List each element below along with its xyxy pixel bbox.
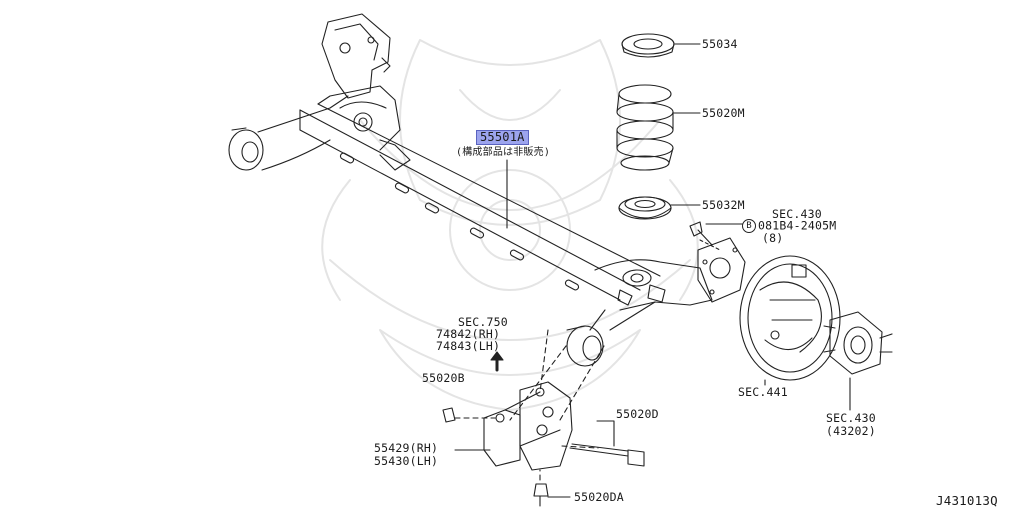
wheel-hub (823, 311, 893, 375)
label-55501a-note: (構成部品は非販売) (456, 147, 551, 158)
label-sec430-top[interactable]: SEC.430 (772, 207, 822, 221)
watermark-emblem (321, 39, 699, 411)
label-74842[interactable]: 74842(RH) (436, 327, 501, 341)
label-sec441[interactable]: SEC.441 (738, 385, 788, 399)
label-55501a[interactable]: 55501A (476, 130, 529, 145)
label-55020b[interactable]: 55020B (422, 371, 465, 385)
flange-bolt (689, 221, 721, 251)
label-bolt-code: 081B4-2405M (758, 218, 837, 233)
label-55032m[interactable]: 55032M (702, 198, 745, 212)
axle-beam (299, 85, 661, 301)
brake-backing-plate (739, 255, 841, 381)
label-sec430-bottom[interactable]: SEC.430 (826, 411, 876, 425)
label-43202[interactable]: (43202) (826, 424, 876, 438)
right-bushing (566, 325, 604, 367)
label-55430[interactable]: 55430(LH) (374, 454, 439, 468)
bolt-55020da (533, 483, 549, 507)
coil-spring (616, 84, 674, 171)
beam-slots (339, 152, 580, 291)
label-55020d[interactable]: 55020D (616, 407, 659, 421)
clip-55020b (442, 407, 456, 423)
label-55034[interactable]: 55034 (702, 37, 738, 51)
spring-insulator-upper (621, 33, 675, 58)
right-trailing-arm (589, 259, 713, 331)
label-74843[interactable]: 74843(LH) (436, 339, 501, 353)
dashed-leaders (454, 329, 605, 481)
label-sec750[interactable]: SEC.750 (458, 315, 508, 329)
left-bushing-arm (228, 95, 349, 171)
lower-bracket (483, 381, 573, 471)
label-55020m[interactable]: 55020M (702, 106, 745, 120)
leader-lines (454, 43, 851, 498)
left-mount-bracket (321, 13, 391, 99)
label-bolt-qty: (8) (762, 231, 784, 245)
spring-insulator-lower (618, 196, 672, 220)
bolt-55020d (569, 443, 645, 467)
bolt-badge-b: B (742, 219, 756, 233)
label-55429[interactable]: 55429(RH) (374, 441, 439, 455)
sec750-arrow (490, 351, 504, 372)
label-55020da[interactable]: 55020DA (574, 490, 624, 504)
diagram-id: J431013Q (936, 493, 998, 508)
axle-flange-plate (697, 237, 746, 303)
